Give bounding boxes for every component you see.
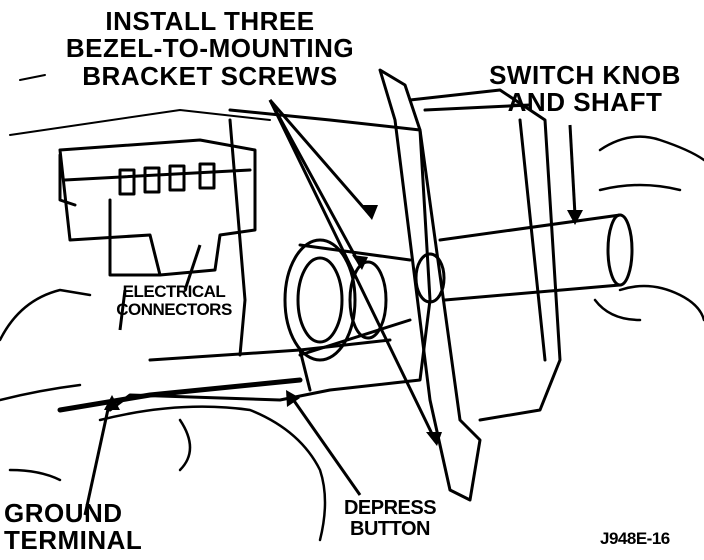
dashboard-panel — [9, 109, 271, 136]
switch-knob-label: SWITCH KNOB AND SHAFT — [489, 60, 681, 118]
switch-shaft — [438, 213, 634, 302]
connector-housing — [58, 138, 257, 277]
mounting-bracket — [108, 108, 432, 412]
switch-body — [283, 238, 446, 362]
figure-id-label: J948E-16 — [600, 529, 670, 548]
ground-wire — [57, 377, 303, 413]
ground-terminal-label: GROUND TERMINAL — [4, 498, 143, 556]
leader-lines — [83, 99, 577, 516]
depress-button-label: DEPRESS BUTTON — [343, 497, 437, 540]
hand-right — [593, 135, 704, 322]
bezel — [378, 68, 562, 502]
hand-left — [0, 288, 327, 542]
electrical-connectors-label: ELECTRICAL CONNECTORS — [116, 282, 232, 319]
install-screws-label: INSTALL THREE BEZEL-TO-MOUNTING BRACKET … — [65, 6, 355, 91]
arrow-heads — [104, 205, 583, 446]
